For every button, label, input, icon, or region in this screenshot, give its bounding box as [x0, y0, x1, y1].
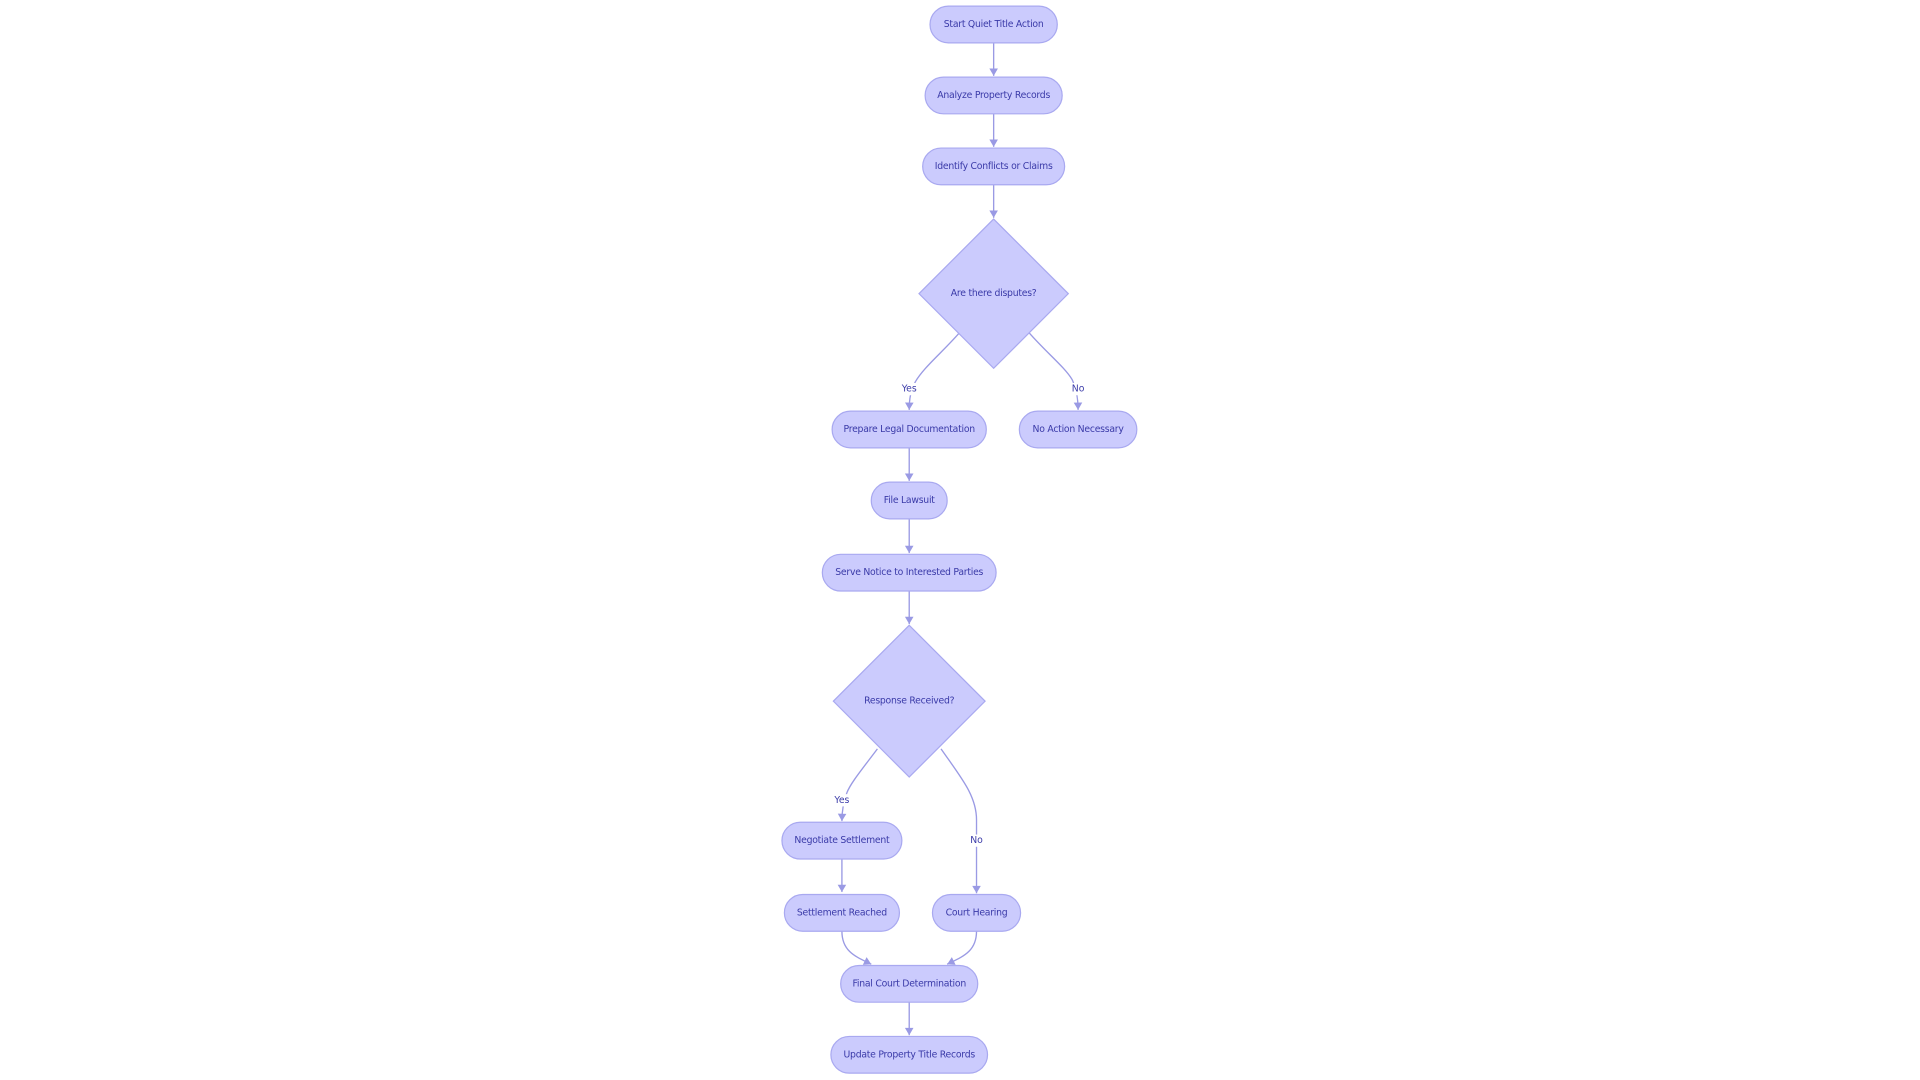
- arrowhead-icon: [989, 210, 998, 218]
- process-node-settled: Settlement Reached: [783, 893, 901, 932]
- edge-line: [1028, 332, 1079, 410]
- node-label: Serve Notice to Interested Parties: [835, 567, 983, 578]
- process-node-prepare: Prepare Legal Documentation: [831, 410, 987, 449]
- node-shape: [929, 5, 1058, 44]
- arrowhead-icon: [905, 402, 914, 410]
- node-label: Analyze Property Records: [937, 90, 1050, 101]
- node-label: Start Quiet Title Action: [944, 19, 1044, 30]
- node-shape: [821, 553, 997, 592]
- arrowhead-icon: [862, 957, 872, 965]
- process-node-court: Court Hearing: [931, 893, 1022, 932]
- node-label: Court Hearing: [946, 907, 1008, 918]
- process-node-identify: Identify Conflicts or Claims: [922, 147, 1066, 186]
- node-shape: [931, 893, 1022, 932]
- node-shape: [781, 821, 903, 860]
- edge-negotiate-to-settled: [837, 859, 847, 893]
- node-label: Identify Conflicts or Claims: [935, 161, 1053, 172]
- process-node-update: Update Property Title Records: [830, 1035, 989, 1074]
- decision-node-response: Response Received?: [832, 624, 986, 778]
- process-node-serve: Serve Notice to Interested Parties: [821, 553, 997, 592]
- arrowhead-icon: [989, 68, 998, 76]
- node-label: Update Property Title Records: [843, 1049, 975, 1060]
- edge-response-to-court: No: [940, 748, 987, 894]
- edge-settled-to-final: [841, 931, 872, 965]
- arrowhead-icon: [1073, 402, 1083, 410]
- node-shape: [922, 147, 1066, 186]
- node-label: Are there disputes?: [951, 288, 1037, 299]
- edge-response-to-negotiate: Yes: [832, 748, 878, 822]
- arrowhead-icon: [904, 616, 914, 625]
- edge-court-to-final: [946, 931, 978, 965]
- node-shape: [830, 1035, 989, 1074]
- arrowhead-icon: [904, 1027, 914, 1036]
- node-label: Response Received?: [864, 696, 955, 707]
- edge-label: Yes: [901, 384, 917, 395]
- edge-file-to-serve: [904, 518, 914, 554]
- edge-line: [940, 748, 978, 894]
- process-node-file: File Lawsuit: [870, 481, 948, 520]
- arrowhead-icon: [904, 473, 914, 481]
- edge-disputes-to-prepare: Yes: [899, 332, 960, 410]
- edge-line: [908, 332, 960, 410]
- decision-node-disputes: Are there disputes?: [918, 218, 1070, 370]
- node-shape: [840, 964, 979, 1003]
- edge-identify-to-disputes: [989, 184, 998, 218]
- node-label: Settlement Reached: [797, 907, 887, 918]
- node-label: Prepare Legal Documentation: [844, 424, 976, 435]
- edge-label: Yes: [833, 795, 849, 806]
- edge-serve-to-response: [904, 591, 914, 625]
- node-shape: [832, 624, 986, 778]
- process-node-start: Start Quiet Title Action: [929, 5, 1058, 44]
- edge-prepare-to-file: [904, 447, 914, 481]
- arrowhead-icon: [904, 545, 914, 554]
- edge-analyze-to-identify: [989, 113, 998, 147]
- edge-disputes-to-noaction: No: [1028, 332, 1088, 410]
- node-label: Final Court Determination: [852, 978, 966, 989]
- edge-label: No: [970, 835, 983, 846]
- edge-label: No: [1072, 384, 1085, 395]
- node-label: Negotiate Settlement: [794, 835, 890, 846]
- node-shape: [924, 76, 1063, 115]
- edge-line: [841, 748, 878, 822]
- arrowhead-icon: [837, 884, 847, 893]
- node-label: No Action Necessary: [1033, 424, 1125, 435]
- process-node-noaction: No Action Necessary: [1018, 410, 1138, 449]
- process-node-analyze: Analyze Property Records: [924, 76, 1063, 115]
- arrowhead-icon: [947, 957, 956, 965]
- node-label: File Lawsuit: [884, 495, 936, 506]
- node-shape: [918, 218, 1070, 370]
- node-shape: [783, 893, 901, 932]
- arrowhead-icon: [989, 139, 998, 147]
- node-shape: [831, 410, 987, 449]
- edge-start-to-analyze: [989, 42, 998, 76]
- edge-final-to-update: [904, 1002, 914, 1036]
- process-node-final: Final Court Determination: [840, 964, 979, 1003]
- process-node-negotiate: Negotiate Settlement: [781, 821, 903, 860]
- arrowhead-icon: [972, 885, 981, 894]
- node-shape: [1018, 410, 1138, 449]
- arrowhead-icon: [837, 813, 847, 822]
- node-shape: [870, 481, 948, 520]
